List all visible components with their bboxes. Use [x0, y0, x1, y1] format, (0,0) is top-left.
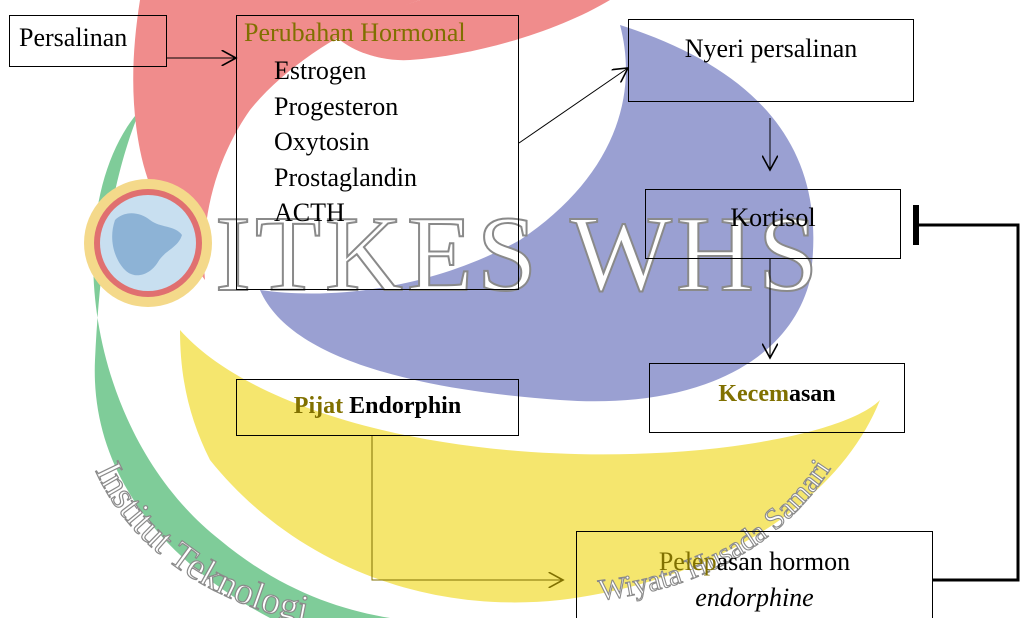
- hormone-item: Prostaglandin: [274, 163, 417, 193]
- kecemasan-part1: Kecem: [718, 381, 789, 407]
- node-pelepasan-line2: endorphine: [576, 583, 933, 613]
- pijat-part1: Pijat: [294, 393, 343, 419]
- pelepasan-part2: asan hormon: [717, 547, 851, 576]
- hormone-item: Estrogen: [274, 56, 366, 86]
- inhibition-pelepasan-to-kortisol: [916, 225, 1018, 580]
- hormone-item: ACTH: [274, 198, 345, 228]
- pijat-part2: Endorphin: [349, 393, 461, 419]
- node-pelepasan-label: Pelepasan hormon: [576, 547, 933, 577]
- hormone-item: Oxytosin: [274, 127, 369, 157]
- node-kortisol-label: Kortisol: [645, 203, 901, 233]
- kecemasan-part2: asan: [789, 381, 836, 407]
- pelepasan-part1: Pelep: [659, 547, 717, 576]
- node-pijat-label: Pijat Endorphin: [236, 393, 519, 420]
- node-persalinan-label: Persalinan: [19, 23, 127, 53]
- node-kecemasan-label: Kecemasan: [649, 381, 905, 408]
- node-perubahan-title: Perubahan Hormonal: [244, 18, 466, 48]
- hormone-item: Progesteron: [274, 92, 398, 122]
- arrow-perubahan-to-nyeri: [519, 68, 628, 143]
- node-nyeri-label: Nyeri persalinan: [628, 34, 914, 64]
